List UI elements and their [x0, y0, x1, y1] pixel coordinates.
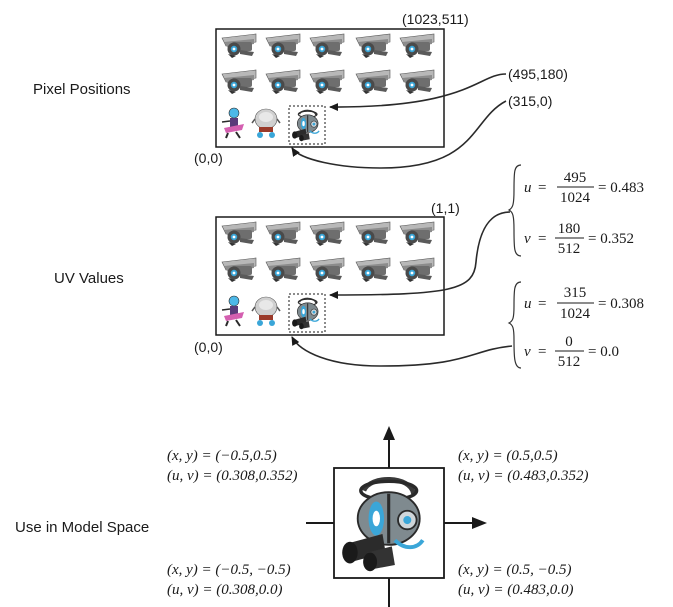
corner-top-right-uv: (u, v) = (0.483,0.352)	[458, 468, 589, 484]
uv-arrow-top	[329, 211, 511, 299]
corner-bottom-left-xy: (x, y) = (−0.5, −0.5)	[167, 562, 291, 578]
corner-bottom-right-xy: (x, y) = (0.5, −0.5)	[458, 562, 572, 578]
model-space-label: Use in Model Space	[15, 519, 149, 536]
x-axis-arrowhead	[472, 517, 487, 529]
svg-text:v: v	[524, 231, 531, 247]
equation-u-pixel-top: u = 495 1024 = 0.483	[524, 170, 644, 206]
uv-arrow-bottom	[291, 336, 513, 367]
svg-text:=: =	[538, 231, 546, 247]
brace-top	[507, 164, 522, 257]
pixel-callout-top: (495,180)	[508, 66, 568, 82]
svg-text:u: u	[524, 180, 532, 196]
svg-text:= 0.308: = 0.308	[598, 296, 644, 312]
svg-text:495: 495	[564, 170, 587, 186]
equation-u-pixel-bottom: u = 315 1024 = 0.308	[524, 285, 644, 322]
corner-top-left-xy: (x, y) = (−0.5,0.5)	[167, 448, 277, 464]
equation-v-pixel-bottom: v = 0 512 = 0.0	[524, 334, 619, 370]
pixel-sprite-sheet	[215, 28, 445, 148]
svg-text:=: =	[538, 180, 546, 196]
svg-text:= 0.352: = 0.352	[588, 231, 634, 247]
equation-v-pixel-top: v = 180 512 = 0.352	[524, 221, 634, 257]
svg-text:= 0.483: = 0.483	[598, 180, 644, 196]
uv-sprite-sheet	[215, 216, 445, 336]
svg-text:1024: 1024	[560, 306, 591, 322]
svg-text:512: 512	[558, 241, 581, 257]
pixel-panel-label: Pixel Positions	[33, 81, 131, 98]
svg-text:=: =	[538, 296, 546, 312]
corner-bottom-right-uv: (u, v) = (0.483,0.0)	[458, 582, 574, 598]
svg-text:512: 512	[558, 354, 581, 370]
pixel-bottom-left-coord: (0,0)	[194, 150, 223, 166]
corner-top-right-xy: (x, y) = (0.5,0.5)	[458, 448, 558, 464]
svg-text:180: 180	[558, 221, 581, 237]
uv-top-right-coord: (1,1)	[431, 200, 460, 216]
svg-text:= 0.0: = 0.0	[588, 344, 619, 360]
pixel-top-right-coord: (1023,511)	[402, 11, 469, 27]
brace-bottom	[507, 281, 522, 369]
uv-selection-box	[288, 293, 326, 333]
pixel-arrow-bottom	[291, 100, 507, 169]
corner-top-left-uv: (u, v) = (0.308,0.352)	[167, 468, 298, 484]
uv-bottom-left-coord: (0,0)	[194, 339, 223, 355]
svg-text:0: 0	[565, 334, 573, 350]
svg-text:v: v	[524, 344, 531, 360]
pixel-callout-bottom: (315,0)	[508, 93, 552, 109]
uv-panel-label: UV Values	[54, 270, 124, 287]
svg-text:=: =	[538, 344, 546, 360]
svg-text:1024: 1024	[560, 190, 591, 206]
pixel-arrow-top	[329, 73, 507, 112]
corner-bottom-left-uv: (u, v) = (0.308,0.0)	[167, 582, 283, 598]
svg-text:315: 315	[564, 285, 587, 301]
y-axis-arrowhead	[383, 426, 395, 440]
svg-text:u: u	[524, 296, 532, 312]
pixel-selection-box	[288, 105, 326, 145]
